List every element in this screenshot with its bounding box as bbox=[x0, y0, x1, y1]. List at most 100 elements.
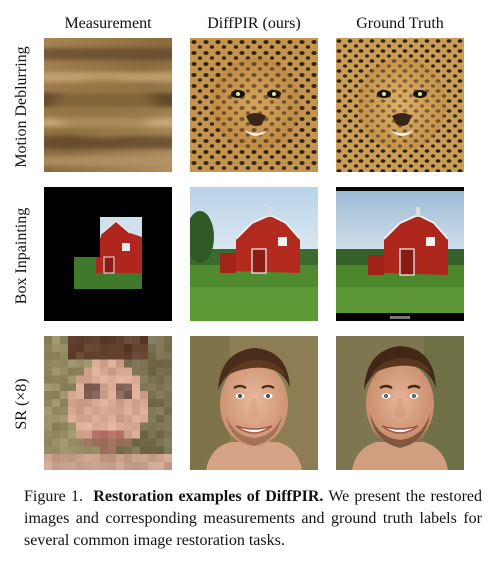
mosaic-pixel bbox=[92, 414, 101, 424]
mosaic-pixel bbox=[116, 383, 125, 392]
mosaic-pixel bbox=[60, 336, 69, 345]
mosaic-pixel bbox=[164, 375, 172, 384]
mosaic-pixel bbox=[100, 351, 109, 360]
mosaic-pixel bbox=[68, 438, 77, 447]
mosaic-pixel bbox=[76, 454, 85, 463]
mosaic-pixel bbox=[108, 383, 117, 392]
mosaic-pixel bbox=[148, 438, 157, 447]
mosaic-pixel bbox=[44, 422, 53, 431]
mosaic-pixel bbox=[100, 462, 109, 470]
mosaic-pixel bbox=[164, 422, 172, 431]
mosaic-pixel bbox=[44, 438, 53, 447]
mosaic-pixel bbox=[84, 336, 93, 345]
mosaic-pixel bbox=[68, 414, 77, 424]
mosaic-pixel bbox=[68, 430, 77, 439]
mosaic-pixel bbox=[68, 391, 77, 400]
mosaic-pixel bbox=[140, 367, 149, 376]
mosaic-pixel bbox=[84, 391, 93, 400]
face-ground-truth-image bbox=[336, 336, 464, 470]
mosaic-pixel bbox=[164, 454, 172, 463]
mosaic-pixel bbox=[100, 359, 109, 368]
mosaic-pixel bbox=[124, 336, 133, 345]
mosaic-pixel bbox=[68, 454, 77, 463]
mosaic-pixel bbox=[124, 383, 133, 392]
mosaic-pixel bbox=[44, 367, 53, 376]
mosaic-pixel bbox=[132, 399, 141, 408]
mosaic-pixel bbox=[164, 430, 172, 439]
mosaic-pixel bbox=[156, 438, 165, 447]
mosaic-pixel bbox=[60, 375, 69, 384]
mosaic-pixel bbox=[164, 446, 172, 455]
mosaic-pixel bbox=[92, 336, 101, 345]
mosaic-pixel bbox=[132, 367, 141, 376]
mosaic-pixel bbox=[68, 351, 77, 360]
mosaic-pixel bbox=[100, 391, 109, 400]
mosaic-pixel bbox=[68, 375, 77, 384]
mosaic-pixel bbox=[156, 383, 165, 392]
mosaic-pixel bbox=[132, 351, 141, 360]
mosaic-pixel bbox=[148, 391, 157, 400]
mosaic-pixel bbox=[76, 430, 85, 439]
mosaic-pixel bbox=[108, 351, 117, 360]
mosaic-pixel bbox=[68, 462, 77, 470]
mosaic-pixel bbox=[156, 351, 165, 360]
mosaic-pixel bbox=[148, 414, 157, 424]
mosaic-pixel bbox=[44, 406, 53, 416]
mosaic-pixel bbox=[100, 375, 109, 384]
mosaic-pixel bbox=[84, 359, 93, 368]
mosaic-pixel bbox=[132, 446, 141, 455]
mosaic-pixel bbox=[68, 343, 77, 353]
mosaic-pixel bbox=[116, 359, 125, 368]
mosaic-pixel bbox=[52, 375, 61, 384]
mosaic-pixel bbox=[164, 438, 172, 447]
mosaic-pixel bbox=[124, 367, 133, 376]
mosaic-pixel bbox=[164, 462, 172, 470]
mosaic-pixel bbox=[140, 375, 149, 384]
mosaic-pixel bbox=[116, 438, 125, 447]
mosaic-pixel bbox=[76, 375, 85, 384]
mosaic-pixel bbox=[148, 336, 157, 345]
mosaic-pixel bbox=[140, 454, 149, 463]
mosaic-pixel bbox=[124, 438, 133, 447]
mosaic-pixel bbox=[108, 446, 117, 455]
mosaic-pixel bbox=[44, 383, 53, 392]
mosaic-pixel bbox=[60, 383, 69, 392]
mosaic-pixel bbox=[76, 414, 85, 424]
mosaic-pixel bbox=[108, 422, 117, 431]
mosaic-pixel bbox=[140, 422, 149, 431]
mosaic-pixel bbox=[52, 336, 61, 345]
mosaic-pixel bbox=[108, 462, 117, 470]
mosaic-pixel bbox=[148, 343, 157, 353]
mosaic-pixel bbox=[148, 399, 157, 408]
mosaic-pixel bbox=[132, 383, 141, 392]
mosaic-pixel bbox=[148, 359, 157, 368]
mosaic-pixel bbox=[52, 414, 61, 424]
mosaic-pixel bbox=[132, 454, 141, 463]
mosaic-pixel bbox=[156, 336, 165, 345]
leopard-restored-image bbox=[190, 38, 318, 172]
mosaic-pixel bbox=[116, 391, 125, 400]
mosaic-pixel bbox=[44, 359, 53, 368]
mosaic-pixel bbox=[116, 336, 125, 345]
mosaic-pixel bbox=[156, 446, 165, 455]
mosaic-pixel bbox=[116, 351, 125, 360]
mosaic-pixel bbox=[148, 454, 157, 463]
mosaic-pixel bbox=[52, 383, 61, 392]
mosaic-pixel bbox=[60, 406, 69, 416]
mosaic-pixel bbox=[124, 414, 133, 424]
mosaic-pixel bbox=[60, 454, 69, 463]
mosaic-pixel bbox=[148, 446, 157, 455]
mosaic-pixel bbox=[148, 351, 157, 360]
figure-caption-title: Restoration examples of DiffPIR. bbox=[93, 488, 324, 505]
mosaic-pixel bbox=[92, 383, 101, 392]
mosaic-pixel bbox=[116, 446, 125, 455]
mosaic-pixel bbox=[156, 462, 165, 470]
column-header-ground-truth: Ground Truth bbox=[356, 15, 444, 32]
mosaic-pixel bbox=[164, 391, 172, 400]
mosaic-pixel bbox=[124, 422, 133, 431]
mosaic-pixel bbox=[84, 438, 93, 447]
mosaic-pixel bbox=[164, 343, 172, 353]
mosaic-pixel bbox=[124, 430, 133, 439]
mosaic-pixel bbox=[140, 414, 149, 424]
mosaic-pixel bbox=[100, 383, 109, 392]
